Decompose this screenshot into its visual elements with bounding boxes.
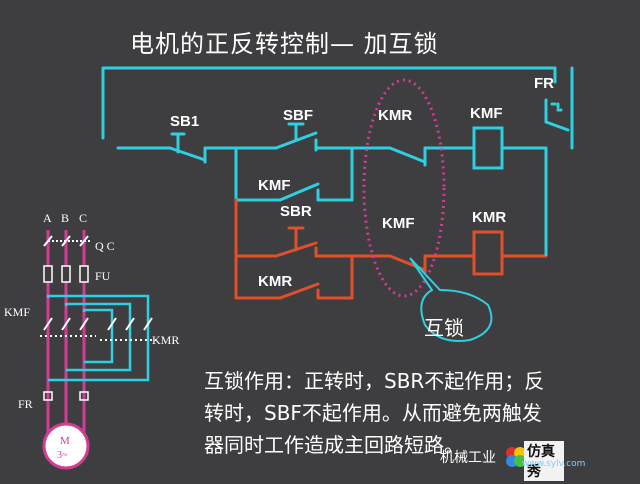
label-sb1: SB1 <box>170 113 199 130</box>
label-kmr-hold: KMR <box>258 273 292 290</box>
page-title: 电机的正反转控制— 加互锁 <box>130 30 439 58</box>
note-line-3: 器同时工作造成主回路短路。 <box>204 433 464 457</box>
brand-logo-icon <box>506 447 526 467</box>
kmr-power-b <box>125 317 135 331</box>
label-kmr-power: KMR <box>152 333 179 347</box>
phase-label-b: B <box>61 211 69 225</box>
label-sbr: SBR <box>280 203 312 220</box>
kmr-coil <box>472 230 504 276</box>
fr-contact <box>544 120 570 132</box>
label-kmr-interlock: KMR <box>378 107 412 124</box>
label-kmf-interlock: KMF <box>382 215 415 232</box>
note-line-1: 互锁作用：正转时，SBR不起作用；反 <box>204 369 545 393</box>
kmr-power-c <box>143 317 153 331</box>
watermark-brand: 仿真秀 <box>524 441 564 481</box>
kmr-power-a <box>107 317 117 331</box>
watermark-text: 机械工业 <box>440 450 496 466</box>
label-kmr-coil: KMR <box>472 209 506 226</box>
cross-middle <box>64 302 132 372</box>
fuses <box>43 265 89 283</box>
cross-inner <box>82 308 114 364</box>
reverse-branch <box>234 198 548 300</box>
fuse-a <box>43 265 53 283</box>
interlock-highlight <box>362 78 446 298</box>
kmf-hold-contact <box>278 182 320 202</box>
label-fu: FU <box>95 269 111 283</box>
interlock-note: 互锁作用：正转时，SBR不起作用；反 转时，SBF不起作用。从而避免两触发 器同… <box>204 365 632 461</box>
phase-label-c: C <box>79 211 87 225</box>
kmf-power-b <box>61 317 71 331</box>
phase-label-a: A <box>43 211 52 225</box>
fr-a <box>43 391 53 401</box>
label-kmf-coil: KMF <box>470 105 503 122</box>
label-fr-control: FR <box>534 75 554 92</box>
power-contacts <box>40 317 156 341</box>
watermark-url: www.sylv.com <box>522 459 586 469</box>
label-kmf-hold: KMF <box>258 177 291 194</box>
kmr-interlock-contact <box>388 146 427 164</box>
watermark-logo: 仿真秀 www.sylv.com <box>504 441 585 481</box>
callout-bubble <box>409 257 493 342</box>
fuse-c <box>79 265 89 283</box>
label-fr-power: FR <box>18 397 33 411</box>
motor-phase: 3~ <box>57 450 68 461</box>
power-cross-wiring <box>46 294 150 382</box>
control-circuit <box>101 66 574 242</box>
motor-letter: M <box>60 435 70 447</box>
kmf-coil <box>472 126 504 170</box>
note-line-2: 转时，SBF不起作用。从而避免两触发 <box>204 401 542 425</box>
cross-outer <box>46 294 150 382</box>
motor-symbol <box>42 422 90 470</box>
fr-thermal-element <box>43 391 89 401</box>
watermark: 机械工业 仿真秀 www.sylv.com <box>440 440 636 481</box>
label-qc: Q C <box>95 239 115 253</box>
label-kmf-power: KMF <box>4 305 30 319</box>
fr-thermal-mark <box>550 102 566 112</box>
kmf-power-c <box>79 317 89 331</box>
power-circuit: A B C Q C FU KMF KMR FR <box>4 211 179 470</box>
qc-switch <box>43 235 90 247</box>
kmr-hold-contact <box>278 282 320 300</box>
interlock-callout-label: 互锁 <box>424 316 464 340</box>
kmf-power-a <box>43 317 53 331</box>
fr-c <box>79 391 89 401</box>
sb1-contact <box>168 146 207 162</box>
fuse-b <box>61 265 71 283</box>
label-sbf: SBF <box>283 107 313 124</box>
